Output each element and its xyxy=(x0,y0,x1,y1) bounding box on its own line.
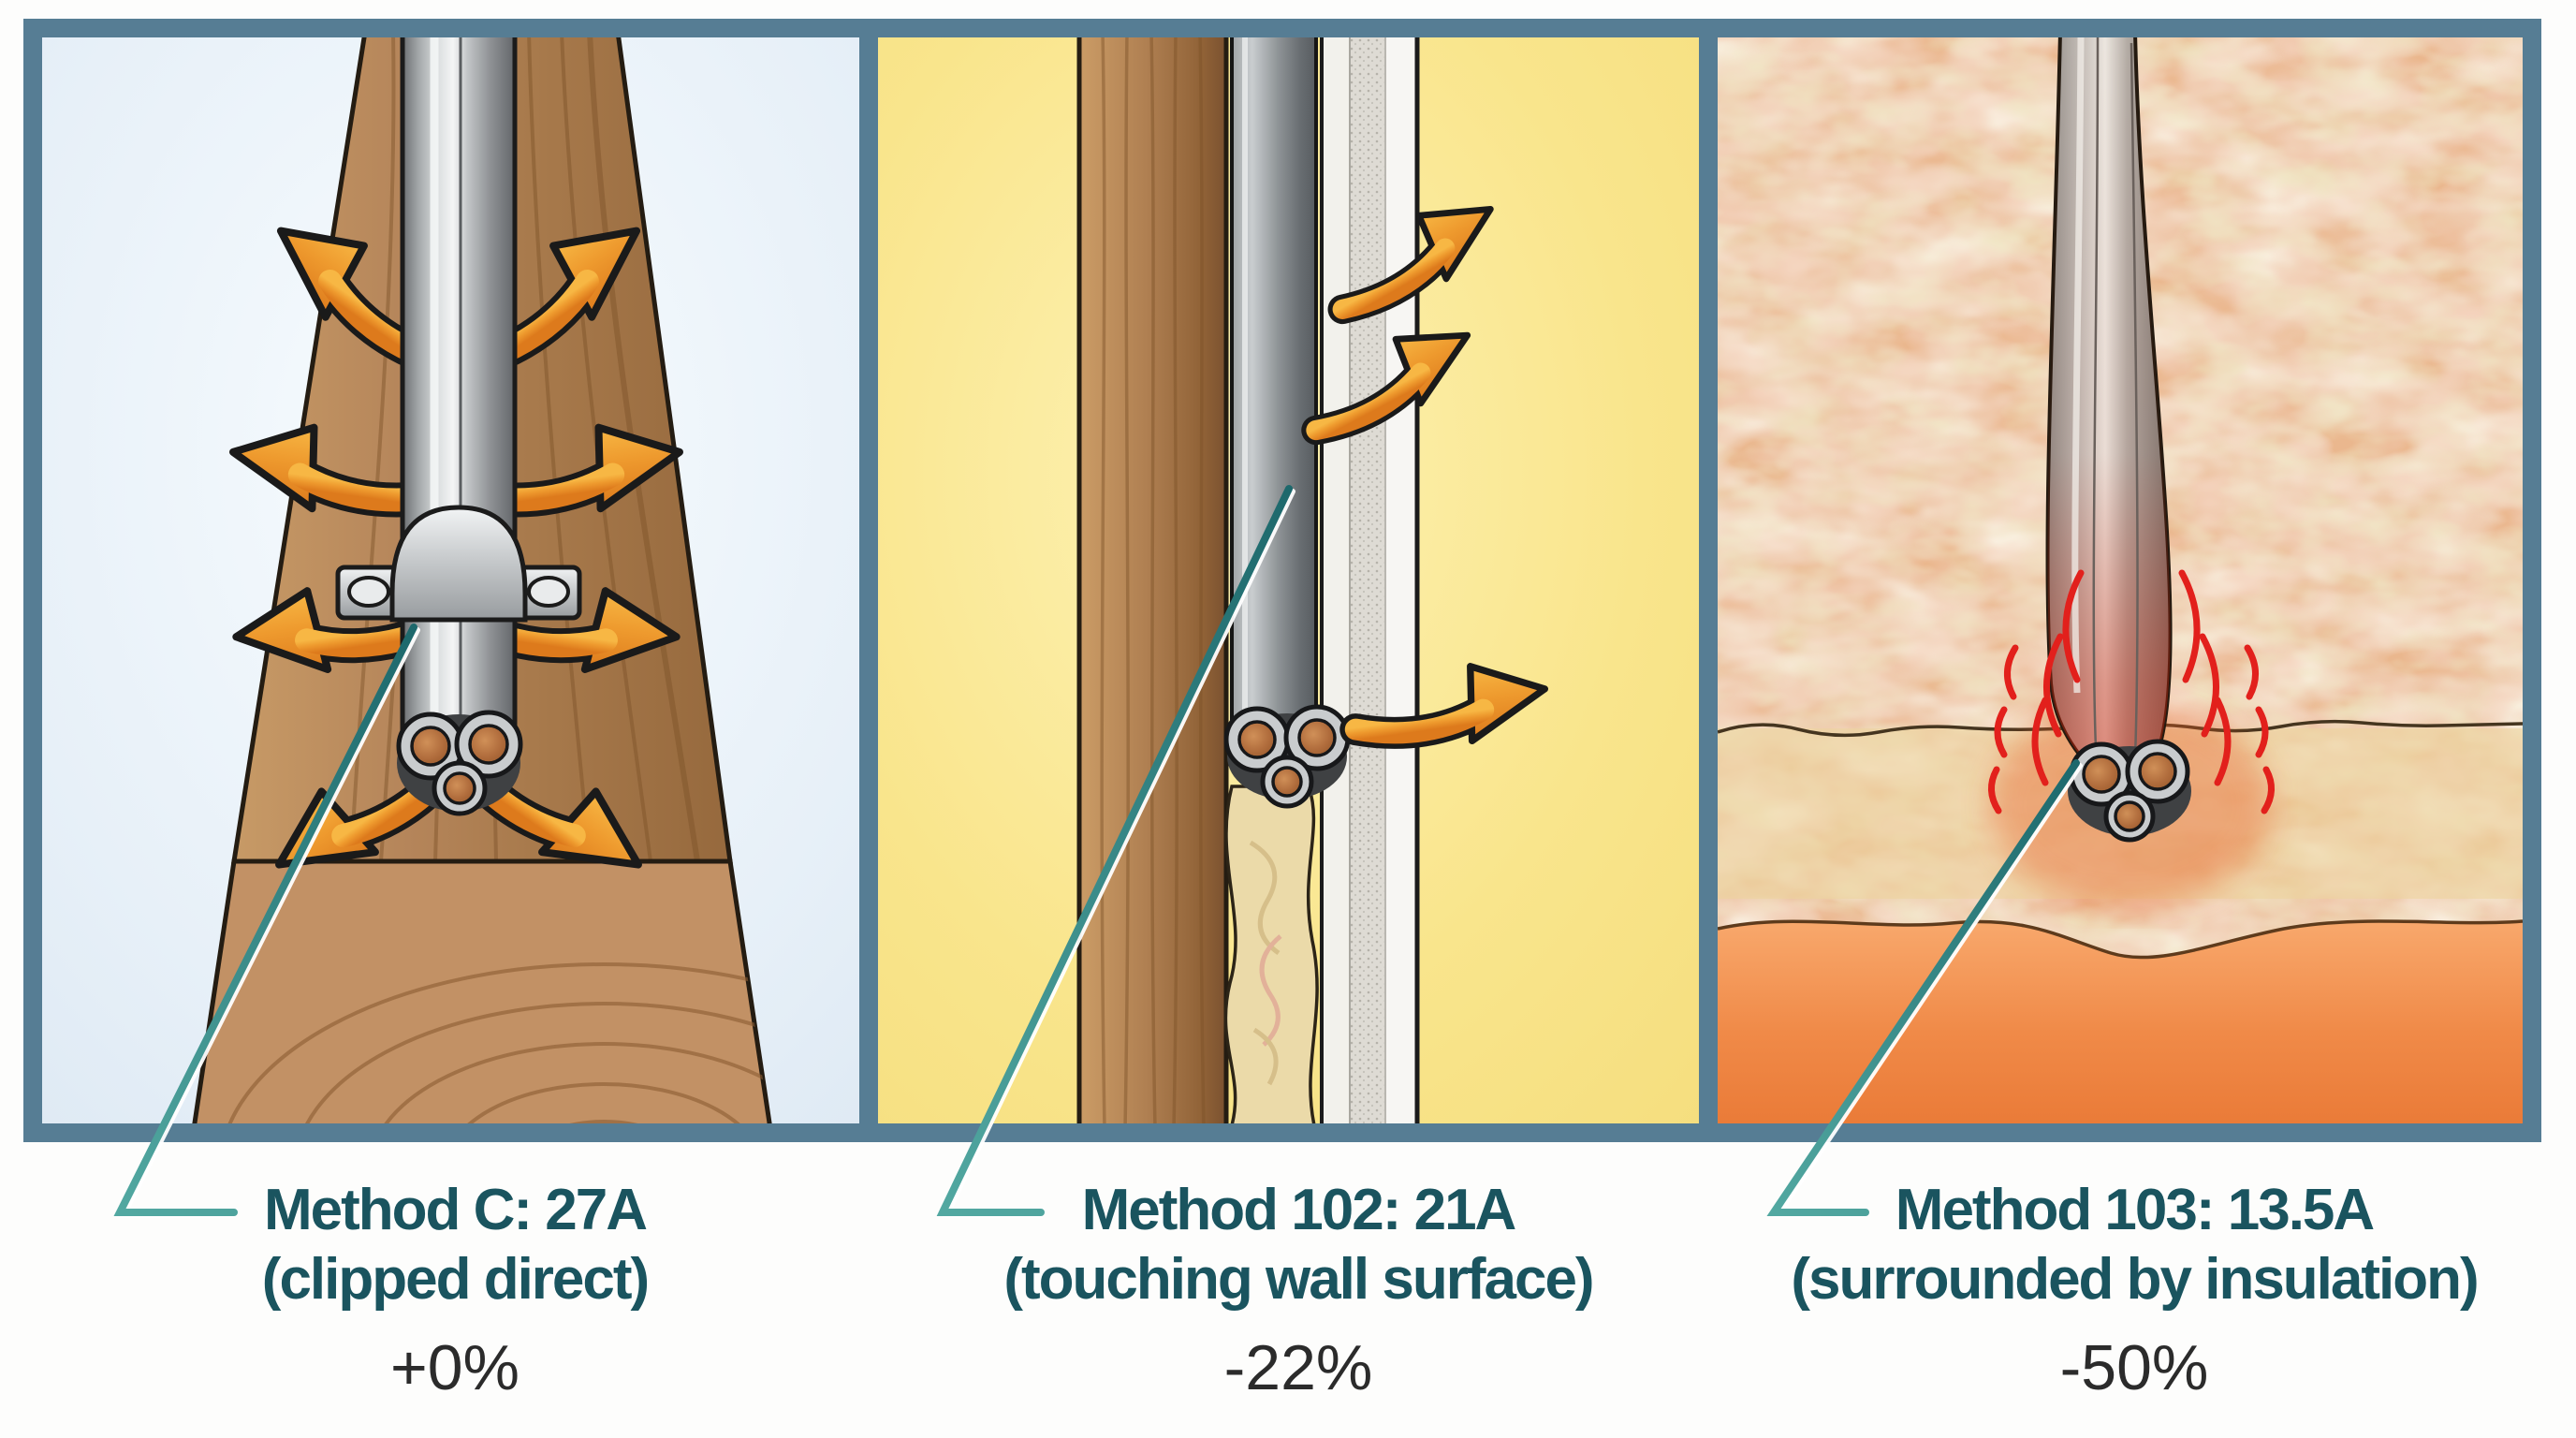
panel-insulated xyxy=(1718,37,2523,1123)
method-rating-label: Method 102: 21A xyxy=(1081,1178,1517,1242)
leader-lines xyxy=(113,485,2083,1218)
capacity-delta-label: -22% xyxy=(1223,1332,1373,1403)
wood-stud xyxy=(1076,37,1229,1123)
heat-squiggle-icons xyxy=(1988,569,2275,814)
leader-line xyxy=(936,485,1293,1216)
method-rating-label: Method 103: 13.5A xyxy=(1895,1178,2375,1242)
leader-line xyxy=(1766,759,2080,1216)
cable-clip xyxy=(335,505,582,623)
cable-cross-section xyxy=(2068,739,2191,843)
cable xyxy=(1230,37,1318,730)
cable xyxy=(2045,37,2173,800)
panel-touching-wall xyxy=(878,37,1699,1123)
insulation-batt xyxy=(1223,785,1319,1123)
leader-line xyxy=(113,624,417,1216)
clip-screw xyxy=(347,576,390,608)
clip-screw xyxy=(527,576,570,608)
cable-cross-section xyxy=(396,710,523,816)
method-rating-label: Method C: 27A xyxy=(264,1178,648,1242)
plasterboard-wall xyxy=(1320,37,1420,1123)
caption-method-102: Method 102: 21A (touching wall surface) … xyxy=(989,1176,1607,1402)
hot-zone-edge xyxy=(1718,919,2523,960)
installation-condition-label: (touching wall surface) xyxy=(1003,1247,1594,1312)
capacity-delta-label: +0% xyxy=(390,1332,520,1403)
capacity-delta-label: -50% xyxy=(2059,1332,2209,1403)
cable-cross-section xyxy=(1223,704,1351,809)
hot-zone xyxy=(1718,921,2523,1123)
panel-clipped-direct xyxy=(42,37,859,1123)
installation-condition-label: (surrounded by insulation) xyxy=(1791,1247,2479,1312)
caption-method-103: Method 103: 13.5A (surrounded by insulat… xyxy=(1750,1176,2518,1402)
caption-method-c: Method C: 27A (clipped direct) +0% xyxy=(165,1176,745,1402)
installation-condition-label: (clipped direct) xyxy=(261,1247,650,1312)
